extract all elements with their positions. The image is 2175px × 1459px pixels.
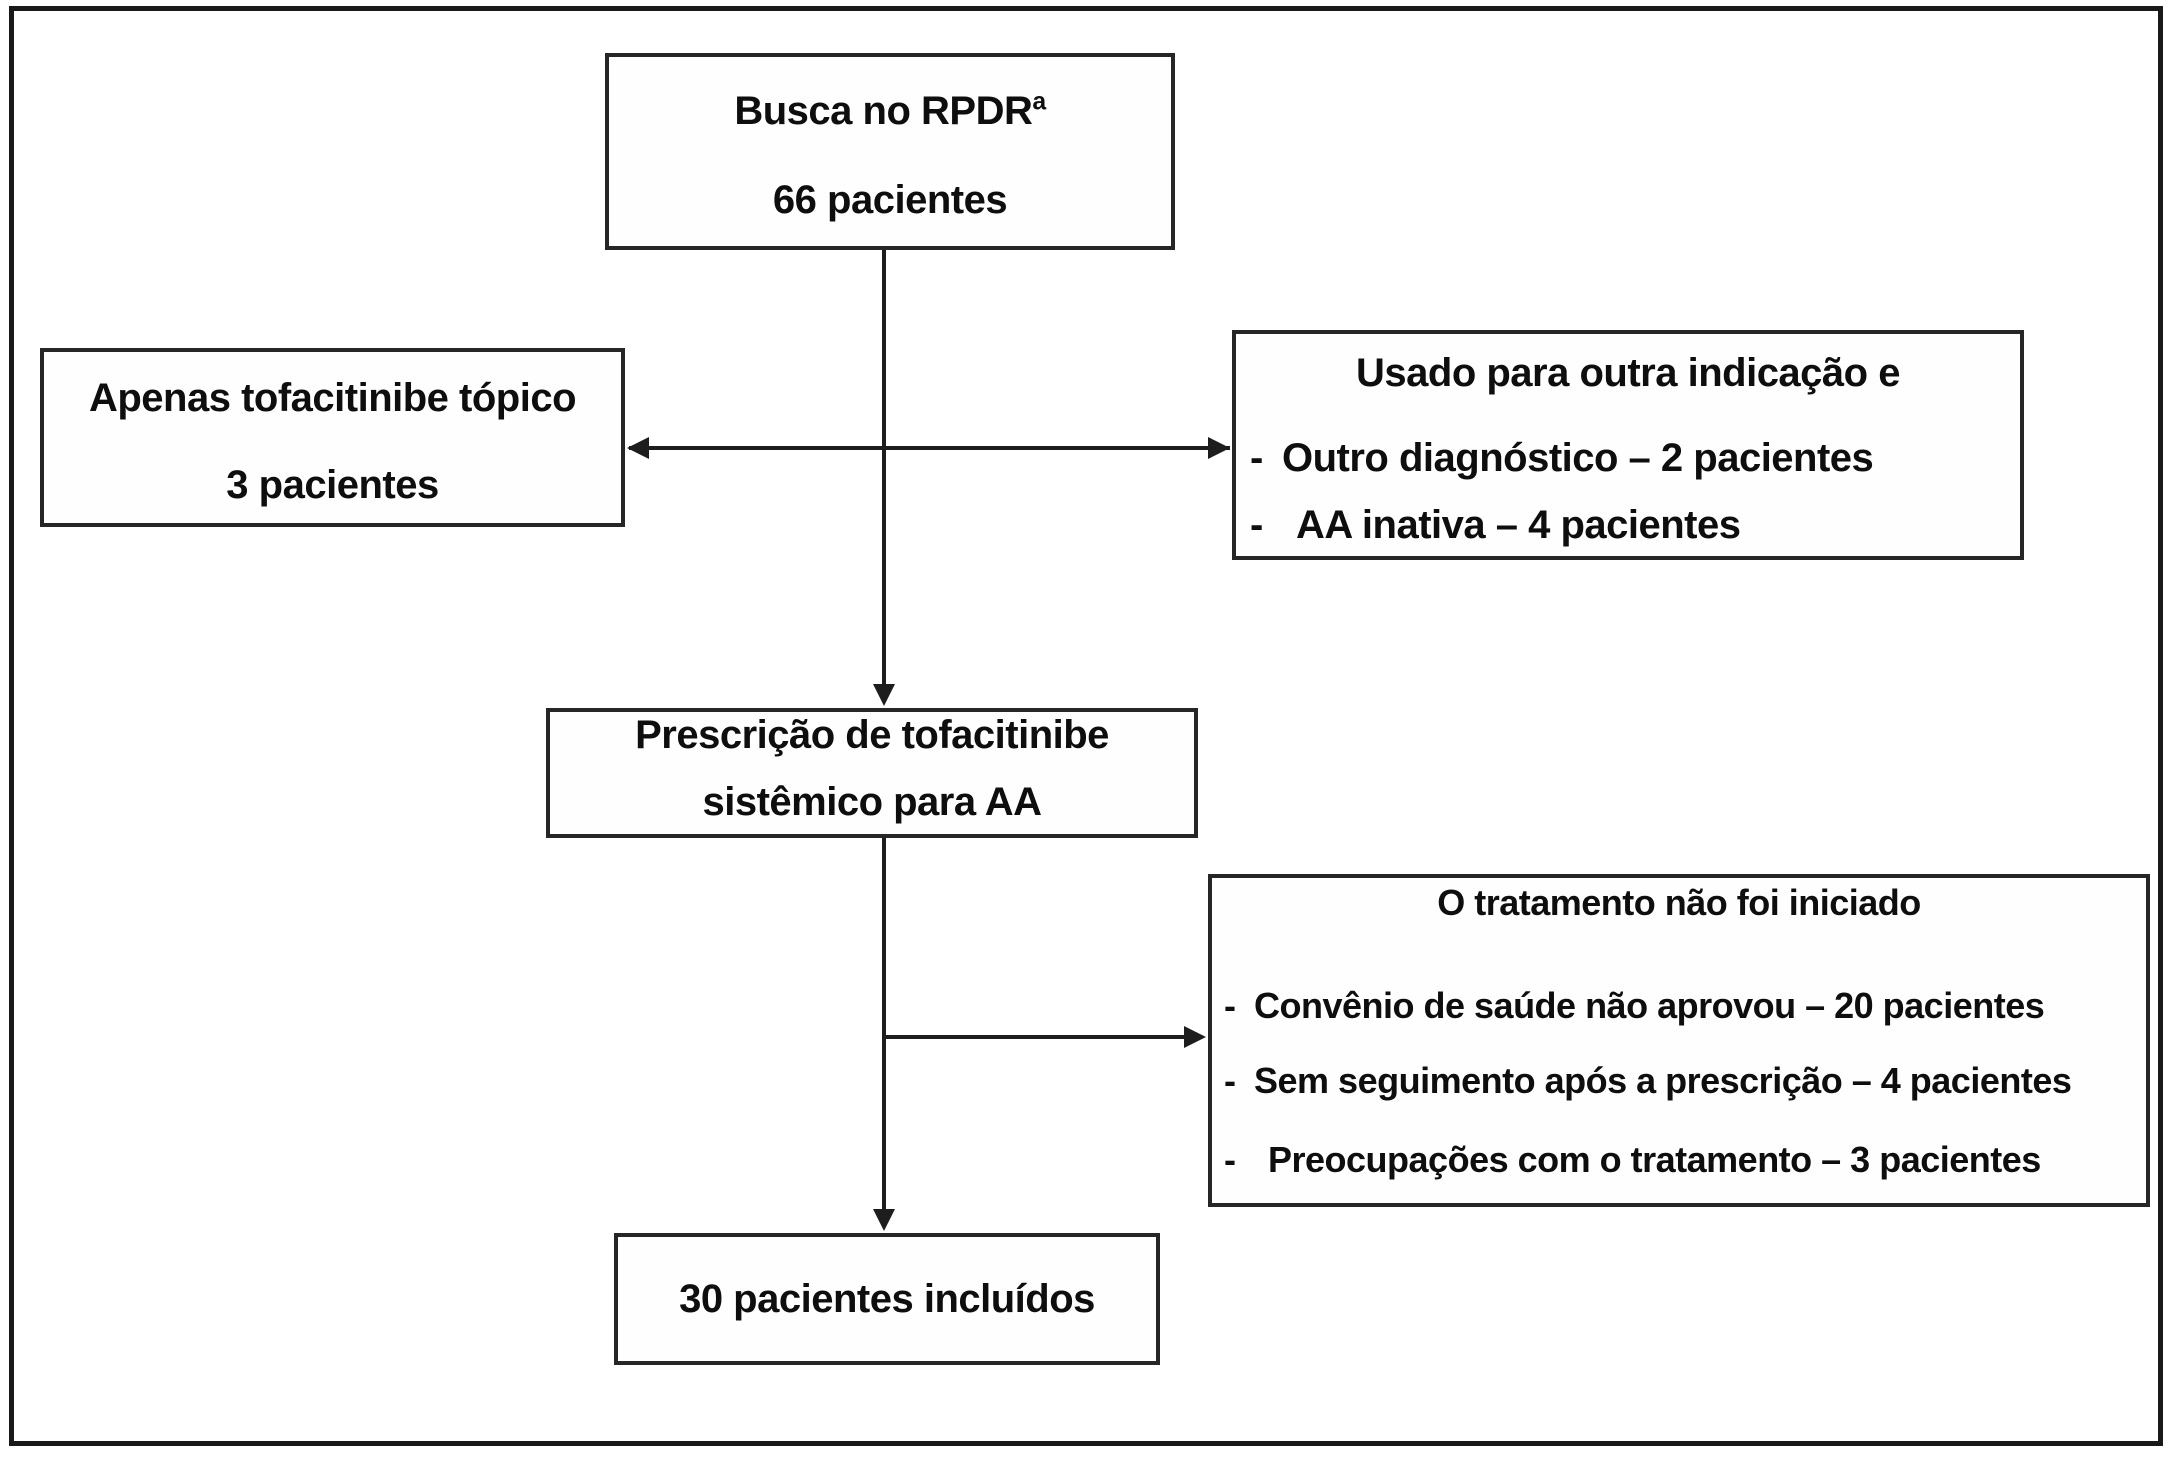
exclusion-item: - AA inativa – 4 pacientes bbox=[1236, 503, 2020, 547]
node-search-rpdr: Busca no RPDRa 66 pacientes bbox=[605, 53, 1175, 250]
arrowhead-left-topical-icon bbox=[627, 437, 649, 459]
connector-search-to-prescription bbox=[882, 248, 886, 690]
node-topical-only: Apenas tofacitinibe tópico 3 pacientes bbox=[40, 348, 625, 527]
bullet-dash-icon: - bbox=[1224, 985, 1236, 1026]
prescription-line1: Prescrição de tofacitinibe bbox=[635, 713, 1109, 757]
exclusion-item-text: Outro diagnóstico – 2 pacientes bbox=[1282, 436, 1874, 480]
node-patients-included: 30 pacientes incluídos bbox=[614, 1233, 1160, 1365]
exclusion-item-text: Preocupações com o tratamento – 3 pacien… bbox=[1268, 1139, 2041, 1180]
connector-exclusions-bottom bbox=[884, 1035, 1186, 1039]
topical-count: 3 pacientes bbox=[226, 463, 439, 507]
bullet-dash-icon: - bbox=[1250, 503, 1263, 547]
other-indication-heading: Usado para outra indicação e bbox=[1356, 351, 1900, 395]
bullet-dash-icon: - bbox=[1224, 1060, 1236, 1101]
connector-exclusions-top bbox=[629, 446, 1230, 450]
not-initiated-heading: O tratamento não foi iniciado bbox=[1437, 882, 1921, 923]
arrowhead-down-included-icon bbox=[873, 1209, 895, 1231]
node-other-indication: Usado para outra indicação e - Outro dia… bbox=[1232, 330, 2024, 560]
search-title: Busca no RPDRa bbox=[609, 89, 1171, 133]
exclusion-item: - Sem seguimento após a prescrição – 4 p… bbox=[1212, 1060, 2146, 1102]
exclusion-item-text: Convênio de saúde não aprovou – 20 pacie… bbox=[1254, 985, 2045, 1026]
connector-prescription-to-included bbox=[882, 838, 886, 1224]
search-title-text: Busca no RPDR bbox=[734, 89, 1033, 133]
exclusion-item: - Preocupações com o tratamento – 3 paci… bbox=[1212, 1139, 2146, 1181]
exclusion-item: - Outro diagnóstico – 2 pacientes bbox=[1236, 436, 2020, 480]
exclusion-item-text: AA inativa – 4 pacientes bbox=[1296, 503, 1741, 547]
exclusion-item-text: Sem seguimento após a prescrição – 4 pac… bbox=[1254, 1060, 2072, 1101]
footnote-marker-a: a bbox=[1032, 88, 1046, 116]
arrowhead-right-not-initiated-icon bbox=[1184, 1026, 1206, 1048]
included-title: 30 pacientes incluídos bbox=[679, 1277, 1095, 1321]
arrowhead-right-other-indication-icon bbox=[1208, 437, 1230, 459]
arrowhead-down-prescription-icon bbox=[873, 684, 895, 706]
node-treatment-not-initiated: O tratamento não foi iniciado - Convênio… bbox=[1208, 874, 2150, 1207]
node-systemic-prescription: Prescrição de tofacitinibe sistêmico par… bbox=[546, 708, 1198, 838]
prescription-line2: sistêmico para AA bbox=[702, 780, 1042, 824]
topical-title: Apenas tofacitinibe tópico bbox=[88, 376, 577, 420]
outer-frame bbox=[9, 6, 2163, 1446]
exclusion-item: - Convênio de saúde não aprovou – 20 pac… bbox=[1212, 985, 2146, 1027]
bullet-dash-icon: - bbox=[1224, 1139, 1236, 1180]
bullet-dash-icon: - bbox=[1250, 436, 1263, 480]
search-count: 66 pacientes bbox=[772, 178, 1008, 222]
